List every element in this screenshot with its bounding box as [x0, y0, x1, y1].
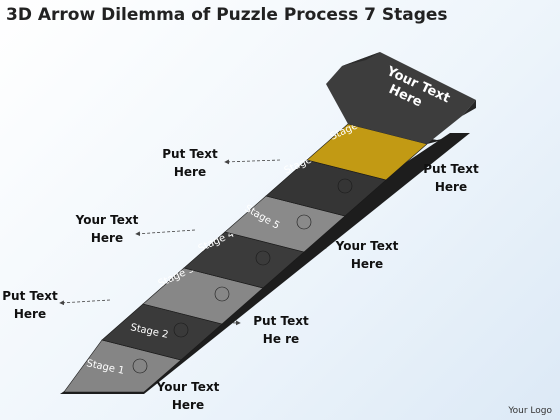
callout-stage-6-line2: Here	[173, 165, 207, 179]
callout-stage-1-line2: Here	[171, 398, 205, 412]
callout-stage-5-line1: Your Text	[75, 213, 139, 227]
callout-stage-2-line1: Put Text	[253, 314, 309, 328]
page-title: 3D Arrow Dilemma of Puzzle Process 7 Sta…	[6, 5, 448, 25]
logo-text: Your Logo	[508, 406, 552, 416]
stage-tile-1: Stage 1	[63, 339, 182, 393]
callout-stage-4-line2: Here	[350, 257, 384, 271]
callout-stage-3: Put Text Here	[0, 287, 75, 323]
callout-stage-7: Put Text Here	[406, 160, 496, 196]
callout-stage-4-line1: Your Text	[335, 239, 399, 253]
connector-stage-3	[59, 299, 111, 306]
callout-stage-2-line2: He re	[262, 332, 300, 346]
callout-stage-4: Your Text Here	[322, 237, 412, 273]
stage-tile-5: Stage 5	[224, 195, 346, 253]
callout-stage-5-line2: Here	[90, 231, 124, 245]
callout-stage-6: Put Text Here	[145, 145, 235, 181]
callout-stage-1: Your Text Here	[143, 378, 233, 414]
callout-stage-3-line2: Here	[13, 307, 47, 321]
callout-stage-1-line1: Your Text	[156, 380, 220, 394]
connector-stage-6	[224, 159, 281, 165]
callout-stage-6-line1: Put Text	[162, 147, 218, 161]
callout-stage-7-line2: Here	[434, 180, 468, 194]
callout-stage-7-line1: Put Text	[423, 162, 479, 176]
callout-stage-2: Put Text He re	[236, 312, 326, 348]
puzzle-knobs	[132, 178, 353, 374]
callout-stage-3-line1: Put Text	[2, 289, 58, 303]
callout-stage-5: Your Text Here	[62, 211, 152, 247]
